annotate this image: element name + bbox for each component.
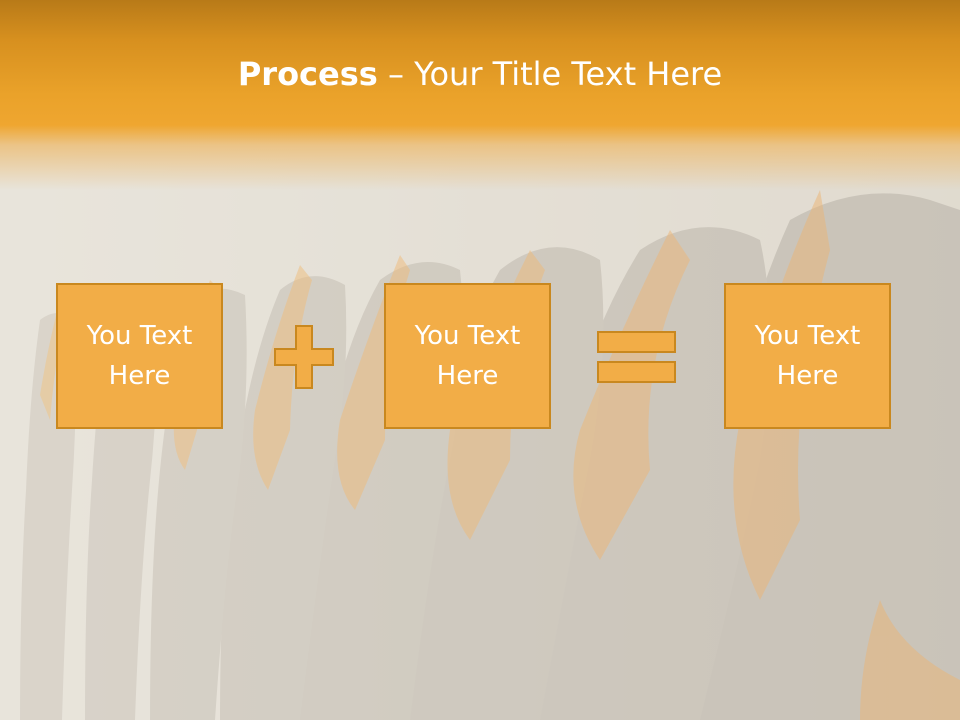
process-box-2[interactable]: You Text Here xyxy=(384,283,551,429)
title-rest: – Your Title Text Here xyxy=(377,55,723,93)
slide-title[interactable]: Process – Your Title Text Here xyxy=(0,52,960,96)
process-box-2-text: You Text Here xyxy=(414,321,521,391)
process-box-3-text: You Text Here xyxy=(754,321,861,391)
plus-icon xyxy=(274,325,334,389)
title-band xyxy=(0,0,960,190)
process-box-3[interactable]: You Text Here xyxy=(724,283,891,429)
title-bold: Process xyxy=(237,55,378,93)
equals-icon xyxy=(597,331,676,383)
process-box-1[interactable]: You Text Here xyxy=(56,283,223,429)
process-box-1-text: You Text Here xyxy=(86,321,193,391)
